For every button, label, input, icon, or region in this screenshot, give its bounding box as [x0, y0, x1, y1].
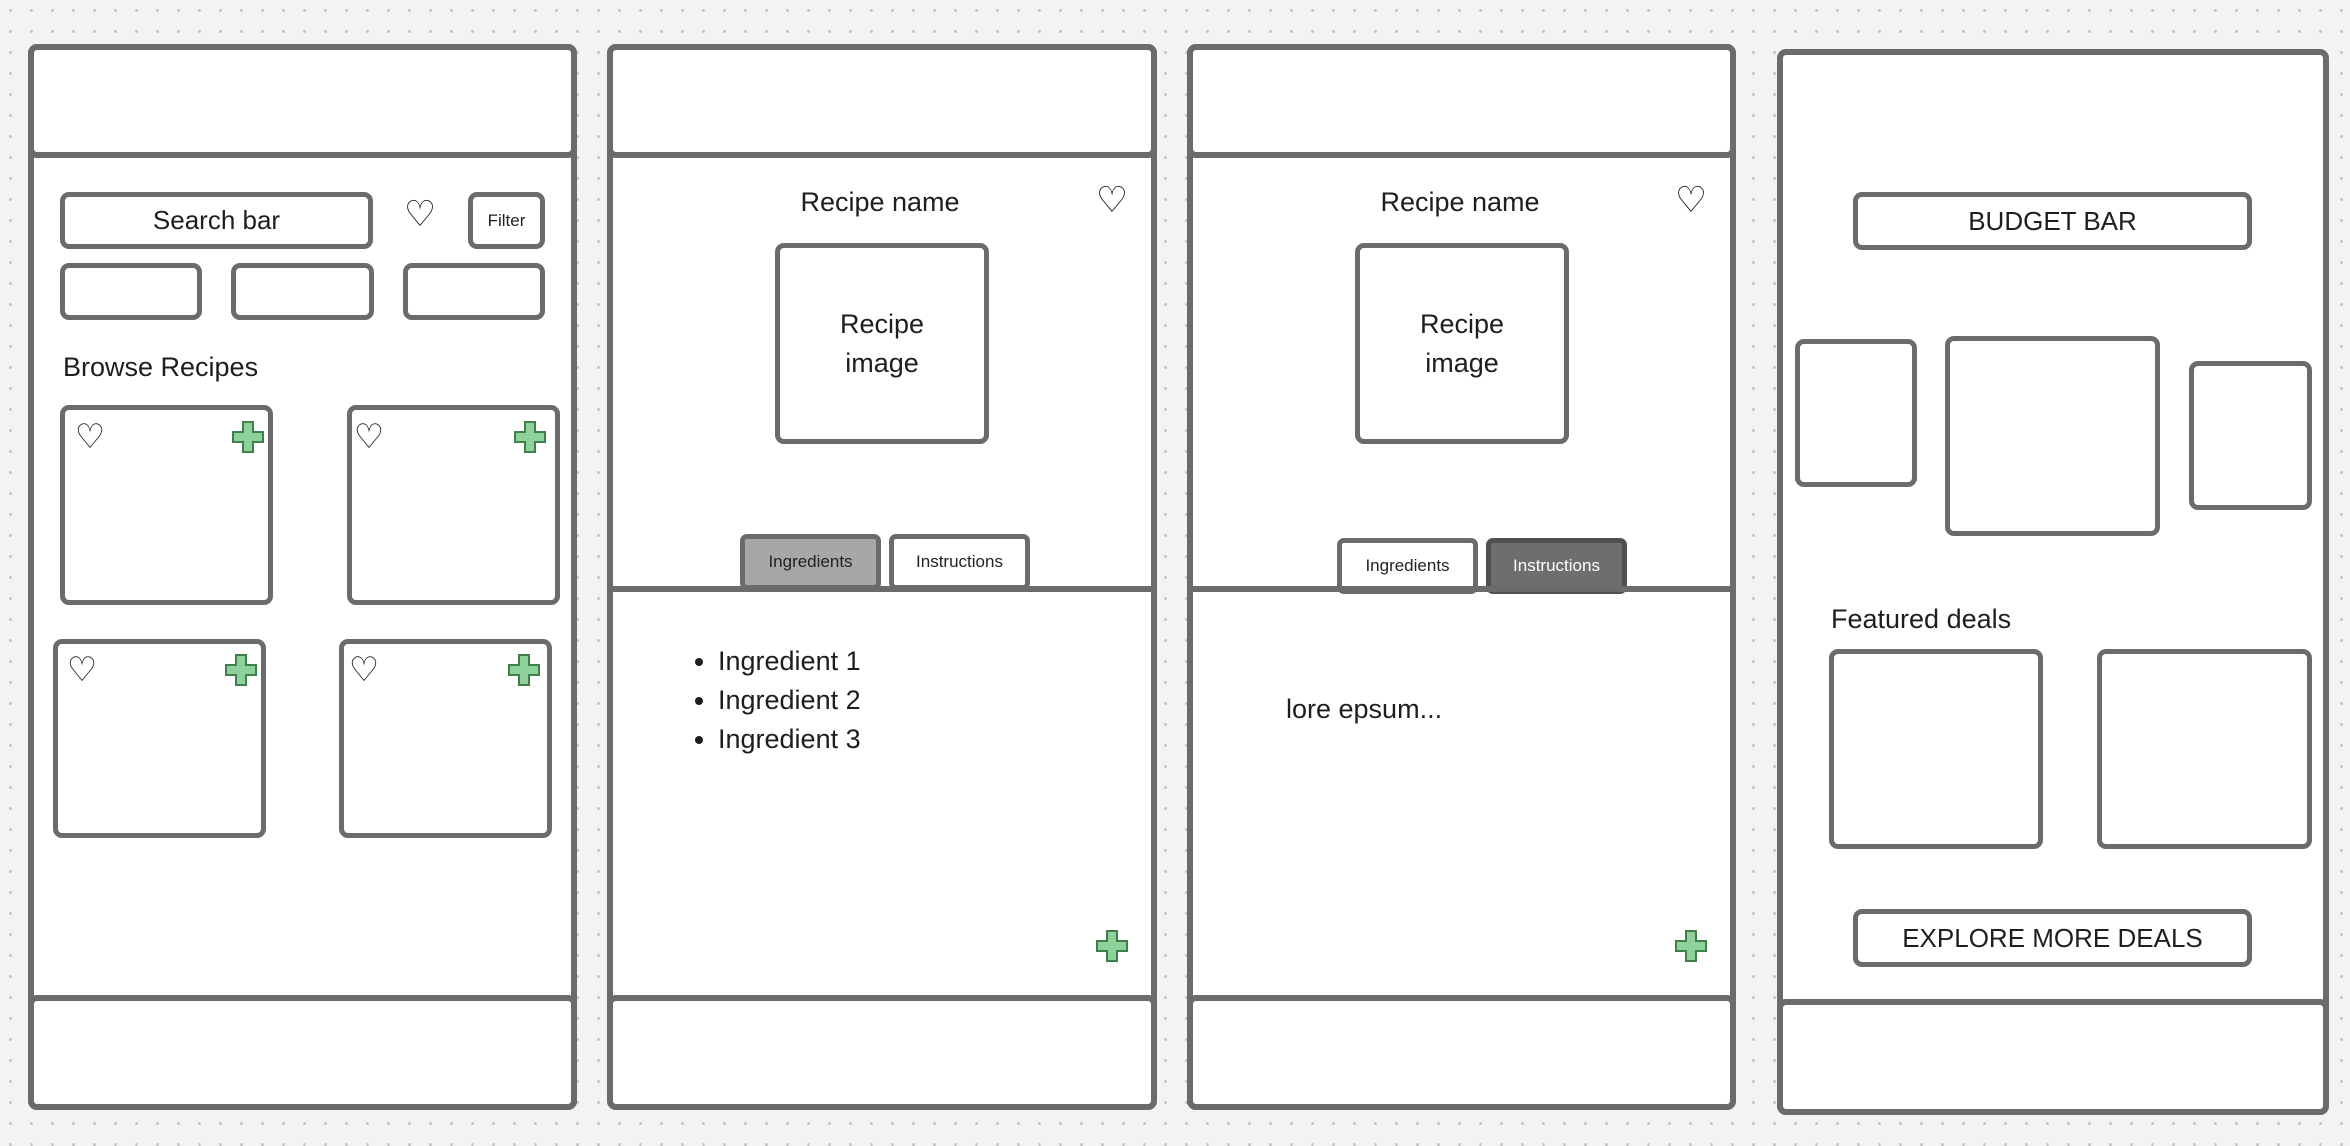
recipe-image-label: Recipe image: [1419, 308, 1505, 378]
search-bar[interactable]: Search bar: [60, 192, 373, 249]
screen-browse-footer: [28, 995, 577, 1110]
filter-chip-2[interactable]: [231, 263, 374, 320]
recipe-image: Recipe image: [1355, 243, 1569, 444]
search-bar-label: Search bar: [152, 205, 281, 235]
screen-recipe-ingredients: [607, 44, 1157, 1110]
budget-bar[interactable]: BUDGET BAR: [1853, 192, 2252, 250]
tab-ingredients-label: Ingredients: [768, 552, 853, 571]
heart-icon[interactable]: ♡: [74, 418, 106, 456]
ingredients-list: Ingredient 1 Ingredient 2 Ingredient 3: [686, 642, 1086, 759]
recipe-name: Recipe name: [1380, 186, 1540, 217]
ingredient-item: Ingredient 1: [718, 642, 1086, 681]
tab-instructions-label: Instructions: [916, 552, 1003, 571]
tab-instructions[interactable]: Instructions: [889, 534, 1030, 590]
screen-deals-footer: [1777, 999, 2329, 1115]
tab-instructions-label: Instructions: [1513, 556, 1600, 575]
screen-recipe-instructions-footer: [1187, 995, 1736, 1110]
add-icon[interactable]: [506, 652, 542, 688]
deal-carousel-item-left[interactable]: [1795, 339, 1917, 487]
deal-carousel-item-right[interactable]: [2189, 361, 2312, 510]
tab-ingredients[interactable]: Ingredients: [740, 534, 881, 590]
add-to-list-icon[interactable]: [1673, 928, 1709, 964]
explore-more-deals-button[interactable]: EXPLORE MORE DEALS: [1853, 909, 2252, 967]
recipe-name: Recipe name: [800, 186, 960, 217]
heart-icon[interactable]: ♡: [348, 651, 380, 689]
heart-icon[interactable]: ♡: [353, 418, 385, 456]
add-icon[interactable]: [223, 652, 259, 688]
tab-divider: [1187, 586, 1736, 592]
add-icon[interactable]: [512, 419, 548, 455]
featured-deal-card-2[interactable]: [2097, 649, 2312, 849]
screen-recipe-instructions-header: [1187, 44, 1736, 158]
featured-deals-title: Featured deals: [1831, 604, 2012, 634]
explore-more-deals-label: EXPLORE MORE DEALS: [1902, 922, 2203, 953]
favorite-heart-icon[interactable]: ♡: [1095, 179, 1129, 220]
favorite-heart-icon[interactable]: ♡: [1674, 179, 1708, 220]
screen-recipe-ingredients-header: [607, 44, 1157, 158]
deal-carousel-item-center[interactable]: [1945, 336, 2160, 536]
tab-ingredients-label: Ingredients: [1365, 556, 1450, 575]
add-icon[interactable]: [230, 419, 266, 455]
add-to-list-icon[interactable]: [1094, 928, 1130, 964]
tab-ingredients[interactable]: Ingredients: [1337, 538, 1478, 594]
favorites-heart-icon[interactable]: ♡: [403, 193, 437, 234]
heart-icon[interactable]: ♡: [66, 651, 98, 689]
ingredient-item: Ingredient 2: [718, 681, 1086, 720]
recipe-image-label: Recipe image: [839, 308, 925, 378]
instructions-text: lore epsum...: [1286, 694, 1443, 724]
screen-browse-header: [28, 44, 577, 158]
filter-chip-1[interactable]: [60, 263, 202, 320]
ingredient-item: Ingredient 3: [718, 720, 1086, 759]
tab-instructions[interactable]: Instructions: [1486, 538, 1627, 594]
screen-recipe-ingredients-footer: [607, 995, 1157, 1110]
recipe-image: Recipe image: [775, 243, 989, 444]
browse-recipes-title: Browse Recipes: [63, 352, 259, 382]
filter-button[interactable]: Filter: [468, 192, 545, 249]
featured-deal-card-1[interactable]: [1829, 649, 2043, 849]
filter-chip-3[interactable]: [403, 263, 545, 320]
filter-button-label: Filter: [487, 210, 526, 230]
budget-bar-label: BUDGET BAR: [1968, 205, 2137, 236]
tab-divider: [607, 586, 1157, 592]
